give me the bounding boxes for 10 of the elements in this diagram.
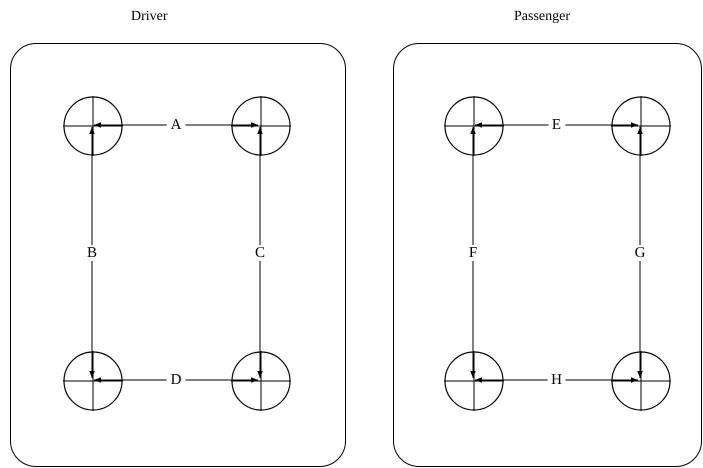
arrow bbox=[257, 126, 263, 378]
arrow bbox=[89, 126, 95, 378]
arrow bbox=[637, 126, 643, 378]
arrow bbox=[94, 377, 258, 383]
arrow bbox=[474, 377, 638, 383]
arrow bbox=[474, 122, 638, 128]
arrow bbox=[94, 122, 258, 128]
panel-heading: Driver bbox=[131, 9, 168, 25]
panel-heading: Passenger bbox=[514, 9, 570, 25]
arrow bbox=[470, 126, 476, 378]
